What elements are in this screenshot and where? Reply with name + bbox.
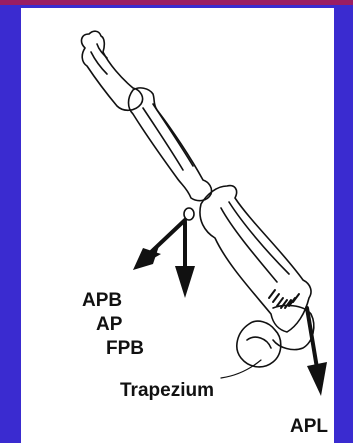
metacarpal-detail <box>221 202 289 282</box>
proximal-phalanx-detail <box>143 104 193 170</box>
label-apl: APL <box>290 417 328 436</box>
apl-arrow-head <box>307 362 327 396</box>
trapezium-detail <box>247 337 271 348</box>
label-fpb: FPB <box>106 339 144 358</box>
trapezium-bone <box>237 321 281 367</box>
figure-panel: APB AP FPB Trapezium APL <box>21 8 334 443</box>
first-metacarpal-bone <box>200 186 311 332</box>
trapezium-leader-line <box>221 360 261 378</box>
thumb-anatomy-illustration <box>21 8 334 443</box>
distal-phalanx-bone <box>82 31 143 110</box>
label-trapezium: Trapezium <box>120 381 214 400</box>
slide-top-bar <box>0 0 353 5</box>
label-ap: AP <box>96 315 122 334</box>
fpb-arrow-head <box>175 266 195 298</box>
label-apb: APB <box>82 291 122 310</box>
